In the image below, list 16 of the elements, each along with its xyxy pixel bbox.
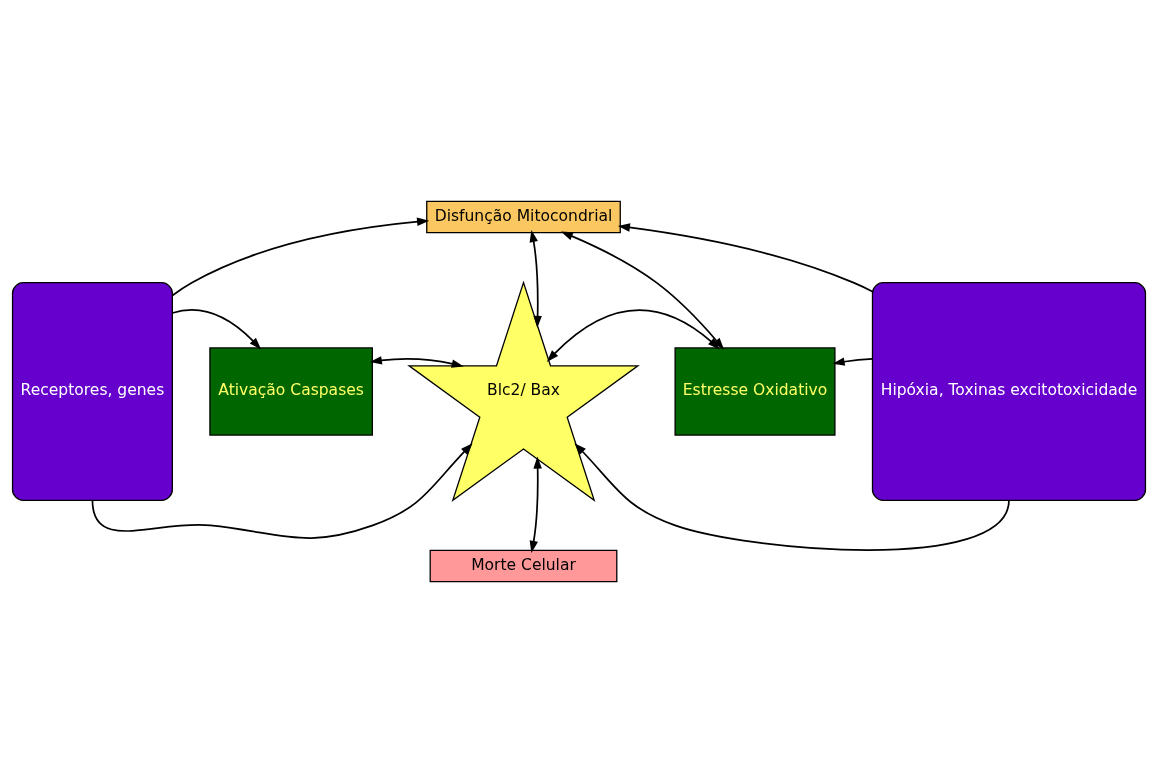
node-box: Morte Celular bbox=[429, 549, 618, 583]
arrow bbox=[91, 443, 473, 539]
arrow bbox=[529, 230, 542, 328]
arrow bbox=[546, 309, 720, 362]
arrow bbox=[617, 223, 874, 293]
node-box: Estresse Oxidativo bbox=[674, 347, 836, 436]
arrow bbox=[574, 443, 1010, 551]
arrow bbox=[171, 217, 430, 297]
node-box: Ativação Caspases bbox=[209, 347, 373, 436]
node-box: Receptores, genes bbox=[11, 282, 173, 501]
arrow bbox=[369, 356, 464, 368]
arrow bbox=[529, 456, 542, 553]
arrow bbox=[171, 309, 262, 350]
arrow bbox=[832, 357, 874, 366]
node-box: Disfunção Mitocondrial bbox=[426, 200, 621, 234]
node-box: Hipóxia, Toxinas excitotoxicidade bbox=[871, 282, 1147, 501]
